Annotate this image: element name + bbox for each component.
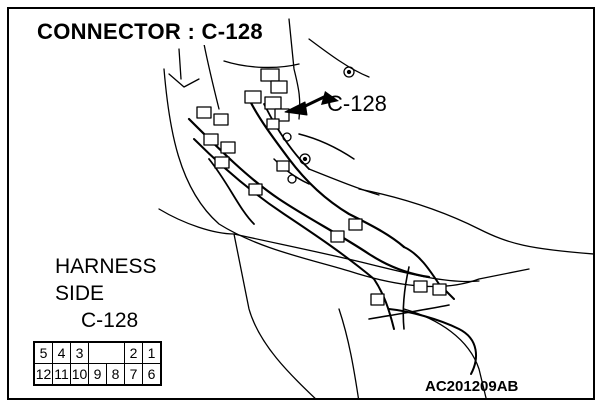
pin-cell: 5	[33, 341, 53, 364]
pin-cell-empty	[88, 341, 107, 364]
pin-cell: 7	[124, 363, 143, 386]
pin-cell: 4	[52, 341, 71, 364]
harness-label-line1: HARNESS	[55, 255, 157, 278]
connector-callout-label: C-128	[327, 91, 387, 116]
pin-cell: 1	[142, 341, 162, 364]
harness-label-line3: C-128	[81, 309, 139, 332]
pin-cell: 3	[70, 341, 89, 364]
pin-cell-empty	[106, 341, 125, 364]
pin-cell: 12	[33, 363, 53, 386]
pin-cell: 8	[106, 363, 125, 386]
connector-pin-layout: 5 4 3 2 1 12 11 10 9 8 7 6	[33, 341, 162, 386]
figure-id: AC201209AB	[425, 378, 519, 395]
connector-title: CONNECTOR : C-128	[33, 19, 267, 45]
pin-cell: 11	[52, 363, 71, 386]
pin-cell: 6	[142, 363, 162, 386]
harness-label-line2: SIDE	[55, 282, 105, 305]
harness-illustration	[158, 18, 593, 398]
diagram-frame: CONNECTOR : C-128 C-128 HARNESS SIDE C-1…	[7, 7, 595, 400]
pin-cell: 2	[124, 341, 143, 364]
harness-side-label: HARNESS SIDE C-128	[55, 253, 157, 334]
pin-cell: 10	[70, 363, 89, 386]
pin-cell: 9	[88, 363, 107, 386]
